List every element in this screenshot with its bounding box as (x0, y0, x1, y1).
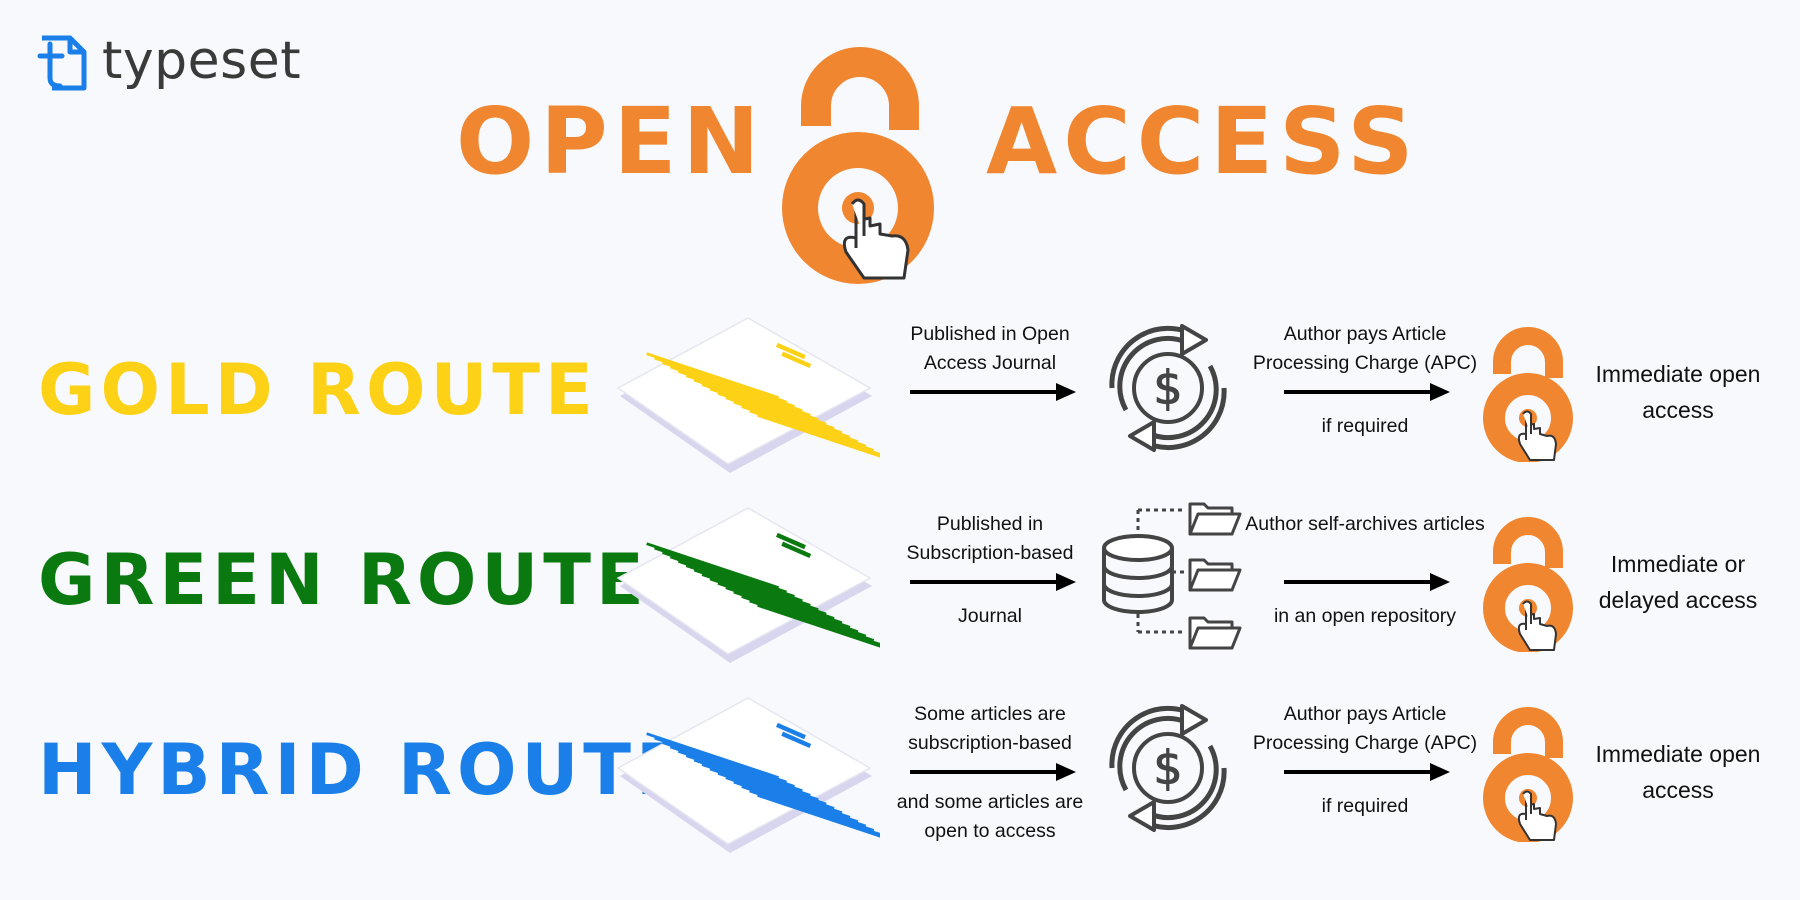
money-cycle-icon: $ (1109, 704, 1227, 832)
route-name: GREEN ROUTE (38, 539, 649, 621)
route-row: GREEN ROUTE Published in Subscription-ba… (0, 490, 1800, 680)
step1-top-text: Published in Open Access Journal (910, 323, 1070, 374)
step2-top-text: Author self-archives articles (1245, 513, 1485, 535)
arrow-icon (1284, 763, 1450, 781)
open-access-lock-icon (1483, 517, 1573, 652)
step2-bottom-text: if required (1321, 795, 1409, 817)
money-cycle-icon: $ (1109, 324, 1227, 452)
step1-bottom-text: and some articles are open to access (896, 791, 1084, 842)
route-name: GOLD ROUTE (38, 349, 598, 431)
step2-top-text: Author pays Article Processing Charge (A… (1252, 703, 1478, 754)
open-access-lock-icon (1483, 327, 1573, 462)
arrow-icon (1284, 383, 1450, 401)
arrow-icon (910, 383, 1076, 401)
step2-bottom-text: in an open repository (1273, 605, 1457, 627)
title-open: OPEN (456, 88, 766, 195)
open-access-lock-icon (782, 47, 934, 284)
result-text: Immediate open access (1595, 361, 1761, 423)
route-row: GOLD ROUTE Published in Open Access Jour… (0, 300, 1800, 490)
brand-name: typeset (102, 31, 302, 91)
document-icon (616, 507, 880, 663)
arrow-icon (910, 573, 1076, 591)
arrow-icon (1284, 573, 1450, 591)
step1-top-text: Published in Subscription-based (906, 513, 1074, 564)
arrow-icon (910, 763, 1076, 781)
open-access-lock-icon (1483, 707, 1573, 842)
svg-text:$: $ (1153, 741, 1182, 795)
route-name: HYBRID ROUTE (38, 729, 689, 811)
typeset-logo-icon (37, 35, 87, 91)
document-icon (616, 697, 880, 853)
database-folders-icon (1102, 502, 1242, 650)
step2-top-text: Author pays Article Processing Charge (A… (1252, 323, 1478, 374)
step1-top-text: Some articles are subscription-based (908, 703, 1072, 754)
step1-bottom-text: Journal (958, 605, 1022, 627)
document-icon (616, 317, 880, 473)
result-text: Immediate open access (1595, 741, 1761, 803)
svg-text:$: $ (1153, 361, 1182, 415)
result-text: Immediate or delayed access (1598, 551, 1758, 613)
title-access: ACCESS (986, 88, 1420, 195)
step2-bottom-text: if required (1321, 415, 1409, 437)
route-row: HYBRID ROUTE Some articles are subscript… (0, 680, 1800, 870)
brand-logo: typeset (36, 34, 301, 94)
